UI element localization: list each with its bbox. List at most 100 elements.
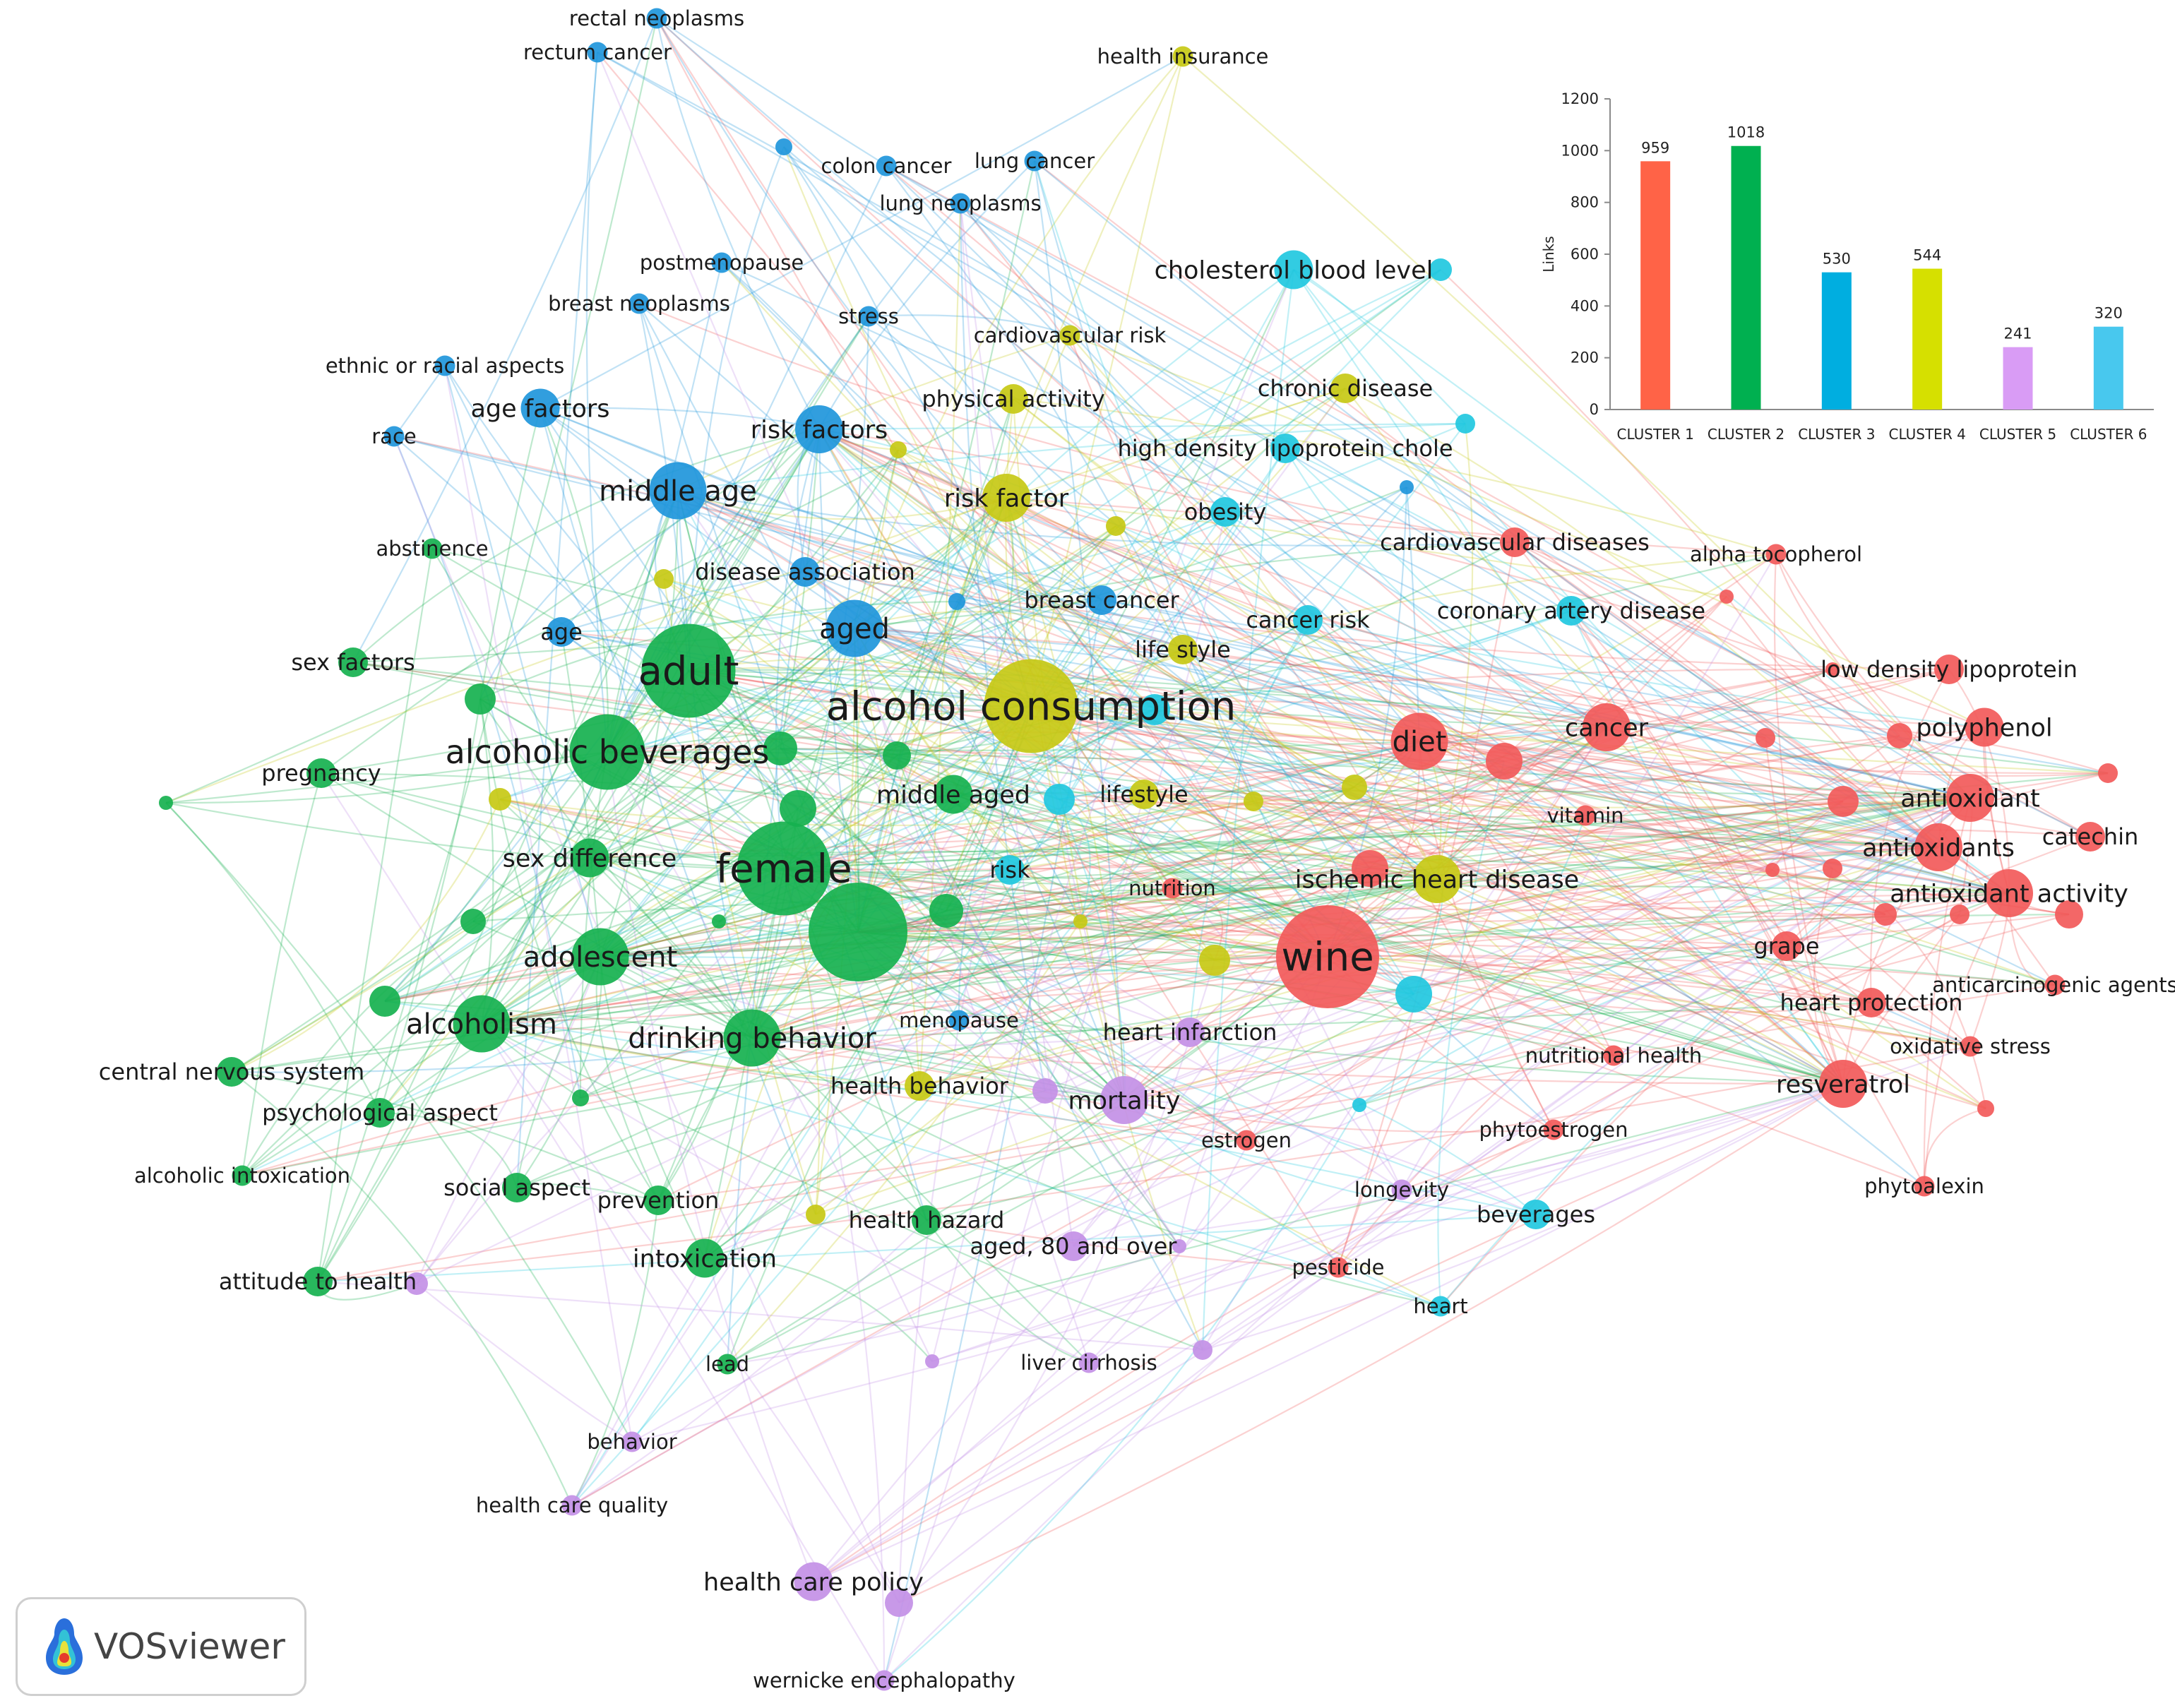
node-stress[interactable]	[858, 306, 879, 327]
node-lifestyle[interactable]	[1129, 780, 1159, 809]
node-oxidative-stress[interactable]	[1960, 1036, 1981, 1057]
network-node	[1106, 516, 1126, 536]
node-liver-cirrhosis[interactable]	[1078, 1352, 1100, 1373]
network-link	[1307, 619, 1985, 729]
node-wernicke-encephalopathy[interactable]	[874, 1670, 895, 1691]
node-behavior[interactable]	[621, 1431, 643, 1452]
node-lead[interactable]	[717, 1354, 738, 1375]
node-life-style[interactable]	[1168, 635, 1198, 664]
network-link	[571, 423, 1466, 1506]
node-pesticide[interactable]	[1328, 1257, 1349, 1278]
node-lung-neoplasms[interactable]	[950, 193, 971, 214]
node-social-aspect[interactable]	[502, 1173, 532, 1202]
node-adolescent[interactable]	[571, 928, 629, 986]
node-longevity[interactable]	[1391, 1179, 1412, 1200]
node-female[interactable]	[737, 821, 831, 916]
node-nutritional-health[interactable]	[1603, 1045, 1624, 1066]
label-health-behavior: health behavior	[830, 1073, 1009, 1099]
node-coronary-artery-disease[interactable]	[1556, 596, 1586, 626]
node-middle-aged[interactable]	[934, 775, 973, 814]
node-diet[interactable]	[1390, 712, 1448, 770]
node-ethnic-or-racial-aspects[interactable]	[434, 355, 455, 376]
node-sex-factors[interactable]	[338, 647, 368, 677]
node-disease-association[interactable]	[790, 557, 820, 587]
node-aged[interactable]	[826, 599, 883, 657]
node-menopause[interactable]	[948, 1010, 970, 1031]
node-catechin[interactable]	[2075, 822, 2105, 852]
node-risk[interactable]	[995, 855, 1025, 885]
node-alpha-tocopherol[interactable]	[1765, 544, 1787, 565]
node-antioxidants[interactable]	[1914, 823, 1962, 871]
node-beverages[interactable]	[1521, 1200, 1551, 1229]
node-phytoestrogen[interactable]	[1543, 1119, 1564, 1140]
node-age-factors[interactable]	[520, 388, 560, 428]
node-prevention[interactable]	[643, 1186, 673, 1215]
node-estrogen[interactable]	[1236, 1130, 1257, 1151]
node-heart-protection[interactable]	[1857, 988, 1886, 1017]
node-risk-factor[interactable]	[982, 474, 1030, 522]
node-psychological-aspect[interactable]	[365, 1098, 395, 1128]
node-abstinence[interactable]	[422, 538, 443, 559]
network-link	[1182, 648, 1985, 729]
node-polyphenol[interactable]	[1965, 707, 2004, 747]
node-cholesterol-blood-level[interactable]	[1274, 250, 1313, 289]
node-alcoholic-beverages[interactable]	[569, 714, 645, 790]
node-aged-80-and-over[interactable]	[1059, 1231, 1088, 1261]
node-pregnancy[interactable]	[306, 758, 336, 788]
node-breast-neoplasms[interactable]	[628, 293, 650, 314]
node-intoxication[interactable]	[685, 1238, 725, 1278]
network-link	[479, 407, 542, 700]
node-age[interactable]	[547, 617, 576, 647]
node-lung-cancer[interactable]	[1024, 150, 1045, 172]
node-health-behavior[interactable]	[905, 1071, 934, 1101]
label-estrogen: estrogen	[1201, 1128, 1292, 1152]
node-cancer[interactable]	[1583, 703, 1631, 751]
node-breast-cancer[interactable]	[1087, 585, 1116, 615]
node-postmenopause[interactable]	[711, 252, 732, 273]
node-alcohol-consumption[interactable]	[984, 659, 1078, 753]
node-anticarcinogenic-agents[interactable]	[2044, 974, 2066, 996]
node-high-density-lipoprotein-chole[interactable]	[1270, 434, 1300, 463]
node-obesity[interactable]	[1210, 497, 1240, 527]
node-health-insurance[interactable]	[1172, 46, 1193, 67]
node-health-care-policy[interactable]	[794, 1562, 833, 1601]
node-cancer-risk[interactable]	[1293, 605, 1323, 635]
network-link	[868, 314, 1071, 337]
node-heart[interactable]	[1430, 1296, 1451, 1317]
node-middle-age[interactable]	[649, 462, 707, 520]
node-cardiovascular-diseases[interactable]	[1500, 527, 1530, 557]
node-wine[interactable]	[1276, 905, 1379, 1008]
network-link	[1440, 797, 1971, 1307]
node-phytoalexin[interactable]	[1914, 1176, 1935, 1197]
node-chronic-disease[interactable]	[1330, 374, 1360, 403]
node-ischemic-heart-disease[interactable]	[1413, 855, 1461, 903]
node-nutrition[interactable]	[1162, 878, 1183, 899]
node-risk-factors[interactable]	[795, 405, 843, 453]
node-race[interactable]	[383, 426, 405, 447]
node-health-hazard[interactable]	[912, 1205, 941, 1235]
node-antioxidant-activity[interactable]	[1985, 869, 2033, 917]
node-health-care-quality[interactable]	[561, 1495, 583, 1516]
node-low-density-lipoprotein[interactable]	[1934, 655, 1964, 684]
node-physical-activity[interactable]	[999, 384, 1028, 414]
node-central-nervous-system[interactable]	[217, 1057, 246, 1087]
node-resveratrol[interactable]	[1819, 1060, 1867, 1108]
node-alcoholic-intoxication[interactable]	[232, 1165, 253, 1186]
node-sex-difference[interactable]	[570, 838, 609, 878]
node-rectum-cancer[interactable]	[587, 42, 608, 63]
node-antioxidant[interactable]	[1946, 774, 1994, 822]
node-adult[interactable]	[641, 623, 736, 718]
network-link	[815, 554, 1777, 1215]
node-heart-infarction[interactable]	[1175, 1017, 1205, 1047]
node-alcoholism[interactable]	[453, 995, 511, 1053]
node-attitude-to-health[interactable]	[303, 1267, 333, 1296]
node-cardiovascular-risk[interactable]	[1059, 325, 1080, 346]
node-colon-cancer[interactable]	[876, 155, 897, 177]
node-vitamin[interactable]	[1575, 805, 1596, 826]
node-rectal-neoplasms[interactable]	[646, 8, 667, 29]
network-link	[898, 705, 1032, 1604]
node-mortality[interactable]	[1100, 1076, 1148, 1124]
node-drinking-behavior[interactable]	[723, 1009, 781, 1067]
network-node	[1429, 258, 1452, 281]
node-grape[interactable]	[1772, 931, 1801, 961]
